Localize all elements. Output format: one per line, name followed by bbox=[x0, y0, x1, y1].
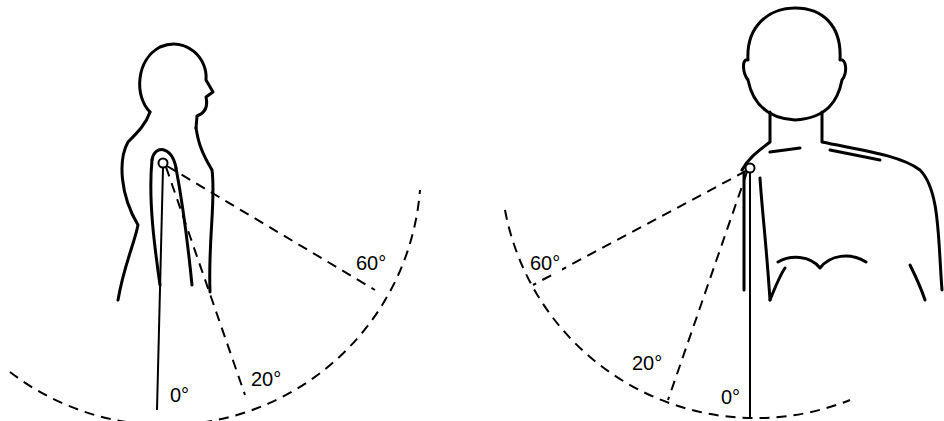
front-torso bbox=[196, 128, 213, 292]
zero-line bbox=[749, 173, 751, 418]
angle-line-60 bbox=[167, 166, 375, 290]
angle-label: 20° bbox=[249, 368, 283, 390]
angle-label: 60° bbox=[354, 252, 388, 274]
back-torso bbox=[118, 112, 150, 300]
neck-left bbox=[742, 112, 770, 170]
angle-line-60 bbox=[533, 171, 746, 285]
arm-back-edge bbox=[151, 160, 160, 285]
neck-right-shoulder bbox=[822, 112, 942, 290]
shoulder-pivot bbox=[159, 159, 168, 168]
angle-label: 0° bbox=[719, 386, 742, 408]
collarbone-right bbox=[830, 150, 880, 160]
flank-left bbox=[770, 268, 785, 300]
head-front bbox=[744, 8, 846, 120]
arm-front-edge bbox=[176, 168, 192, 285]
shoulder-pivot bbox=[746, 164, 755, 173]
angle-label: 60° bbox=[528, 252, 562, 274]
angle-arc bbox=[10, 190, 420, 421]
angle-arc bbox=[505, 210, 850, 418]
flank-right bbox=[910, 265, 925, 300]
zero-line bbox=[157, 168, 163, 410]
angle-line-20 bbox=[166, 167, 245, 395]
shoulder-cap bbox=[152, 150, 176, 168]
arm-outer bbox=[743, 172, 746, 290]
head-profile bbox=[140, 44, 213, 128]
chest-line bbox=[778, 256, 866, 268]
collarbone-left bbox=[770, 148, 800, 152]
angle-label: 0° bbox=[168, 384, 191, 406]
angle-label: 20° bbox=[630, 352, 664, 374]
arm-inner bbox=[760, 178, 770, 300]
